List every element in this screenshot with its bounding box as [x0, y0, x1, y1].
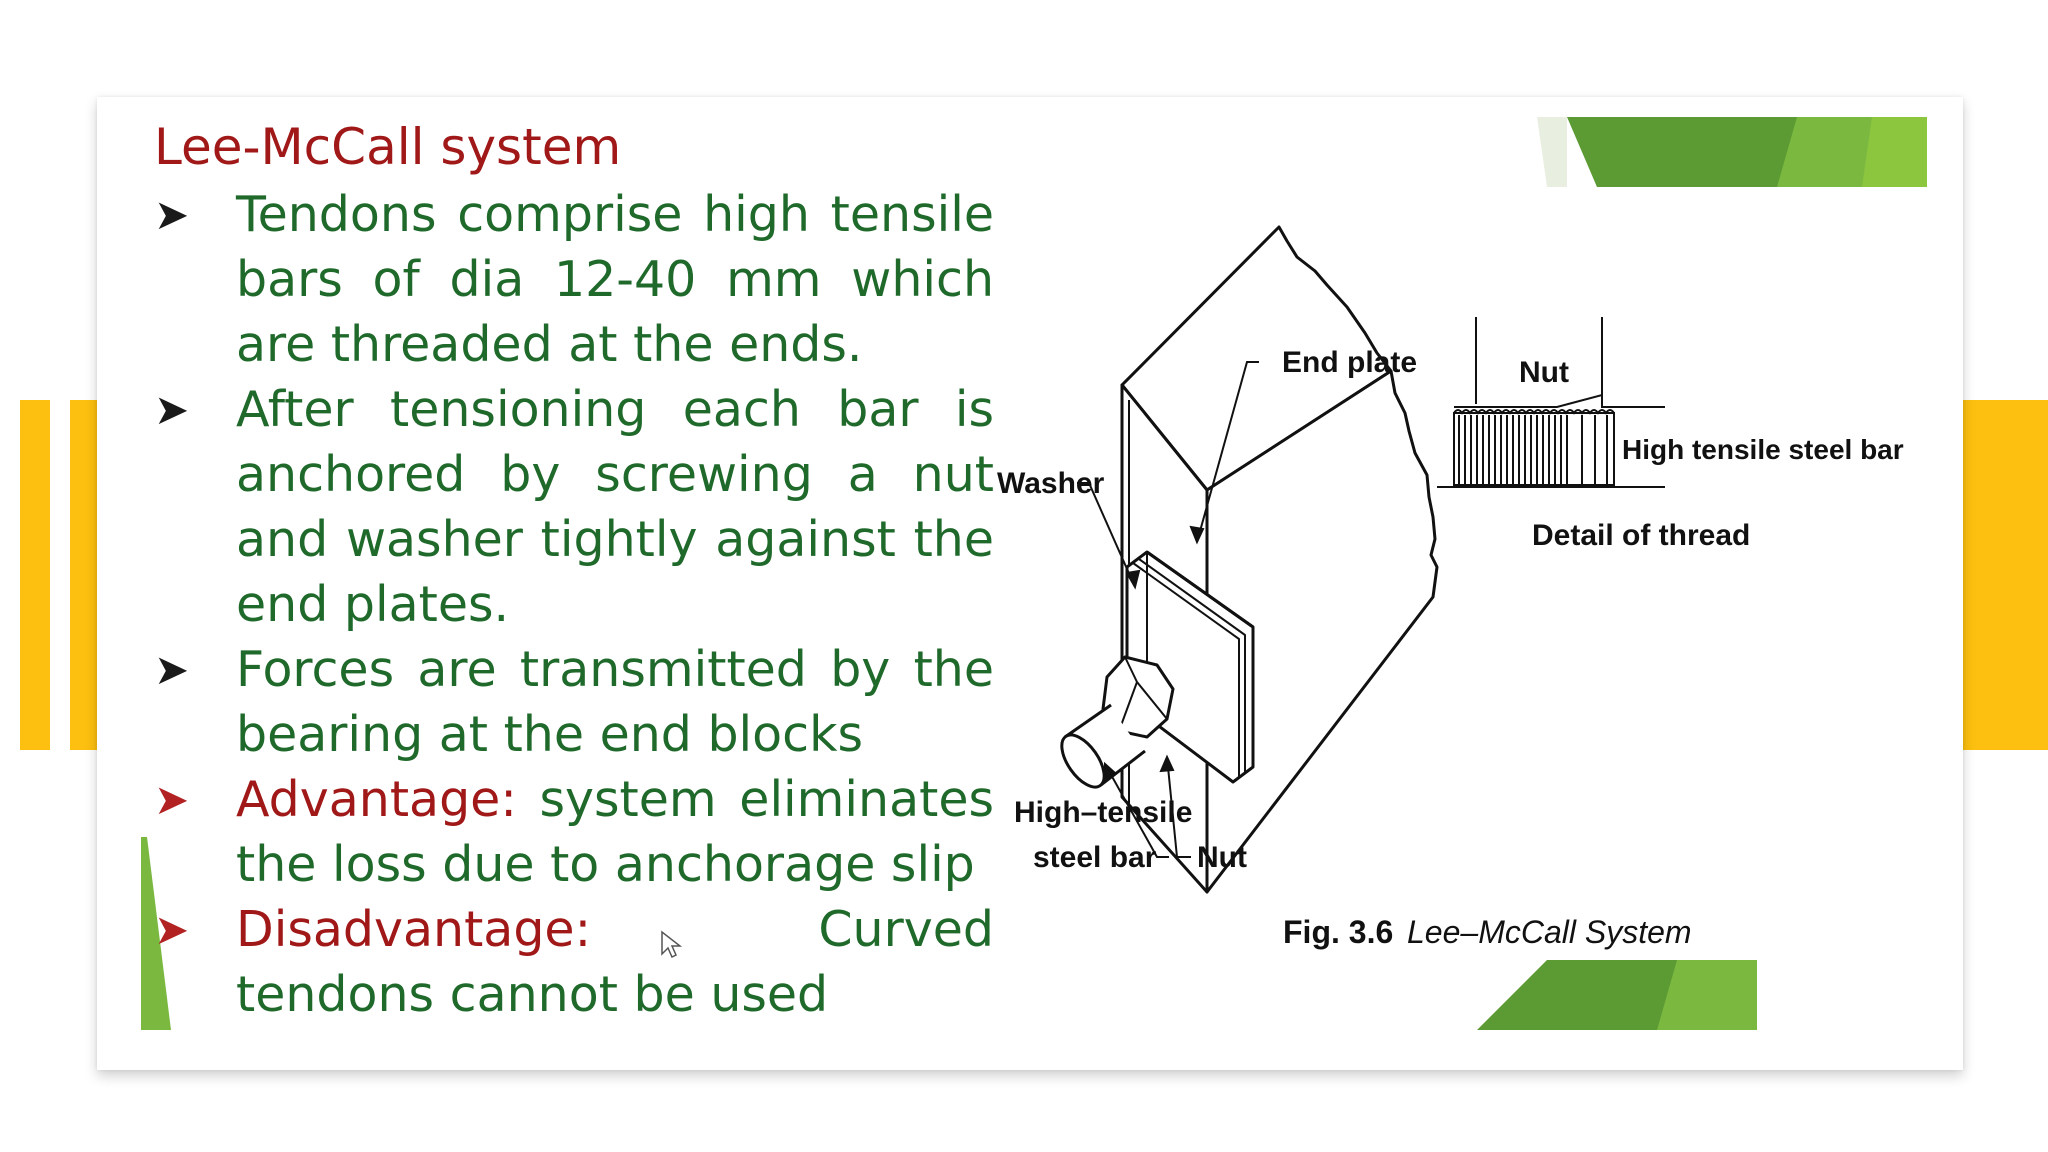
right-accent-bar [1963, 400, 2048, 750]
arrowhead-bullet-icon: ➤ [154, 190, 190, 239]
label-detail-of-thread: Detail of thread [1532, 519, 1750, 552]
bullet-item-disadvantage: ➤ Disadvantage: Curved tendons cannot be… [154, 897, 994, 1027]
label-high-tensile-line2: steel bar [1033, 841, 1157, 874]
left-accent-bar-2 [70, 400, 97, 750]
bullet-list: ➤ Tendons comprise high tensile bars of … [154, 182, 994, 1027]
bullet-item: ➤ After tensioning each bar is anchored … [154, 377, 994, 637]
bullet-text: Forces are transmitted by the bearing at… [236, 641, 994, 763]
slide-title: Lee-McCall system [154, 118, 622, 176]
green-corner-bottom-right [1477, 960, 1757, 1030]
bullet-text: Curved tendons cannot be used [236, 901, 994, 1023]
mouse-cursor-icon [661, 930, 682, 959]
green-corner-top-right [1537, 117, 1927, 187]
label-end-plate: End plate [1282, 346, 1417, 379]
arrowhead-bullet-icon: ➤ [154, 385, 190, 434]
left-accent-bar-1 [20, 400, 50, 750]
arrowhead-bullet-icon: ➤ [154, 905, 190, 954]
bullet-text: After tensioning each bar is anchored by… [236, 381, 994, 633]
green-left-edge [141, 837, 171, 1030]
bullet-item-advantage: ➤ Advantage: system eliminates the loss … [154, 767, 994, 897]
bullet-item: ➤ Tendons comprise high tensile bars of … [154, 182, 994, 377]
label-washer: Washer [997, 467, 1105, 500]
bullet-text: Tendons comprise high tensile bars of di… [236, 186, 994, 373]
label-nut-detail: Nut [1519, 356, 1569, 389]
figure-title: Lee–McCall System [1407, 914, 1692, 950]
label-nut: Nut [1197, 841, 1247, 874]
arrowhead-bullet-icon: ➤ [154, 645, 190, 694]
label-high-tensile-steel-bar: High tensile steel bar [1622, 434, 1904, 465]
lee-mccall-diagram: End plate Washer High–tensile steel bar … [997, 225, 1904, 950]
bullet-label: Advantage: [236, 771, 517, 828]
label-high-tensile-line1: High–tensile [1014, 796, 1192, 829]
arrowhead-bullet-icon: ➤ [154, 775, 190, 824]
figure-number: Fig. 3.6 [1283, 914, 1393, 950]
bullet-item: ➤ Forces are transmitted by the bearing … [154, 637, 994, 767]
slide-card: Lee-McCall system ➤ Tendons comprise hig… [97, 97, 1963, 1070]
bullet-text: system eliminates the loss due to anchor… [236, 771, 994, 893]
bullet-label: Disadvantage: [236, 901, 592, 958]
